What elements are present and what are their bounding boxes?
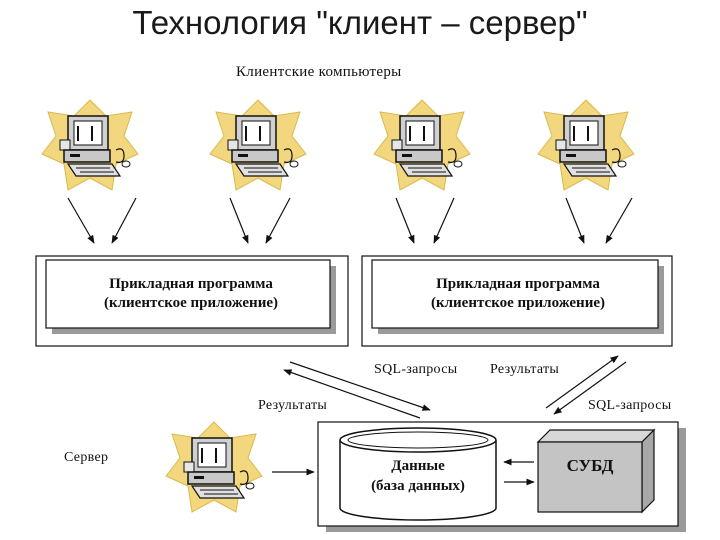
dbms-cube (536, 428, 656, 514)
dbms-label: СУБД (566, 456, 614, 475)
left-exchange-arrows (283, 361, 431, 419)
app-box-2 (361, 255, 673, 347)
client-computer-4 (537, 99, 635, 191)
app-box-2-title: Прикладная программа (436, 276, 600, 292)
app-box-1 (35, 255, 349, 347)
client-computer-3 (373, 99, 471, 191)
right-exchange-arrows (545, 355, 627, 415)
app-box-2-subtitle: (клиентское приложение) (430, 295, 605, 311)
results-label-top: Результаты (490, 362, 560, 377)
sql-requests-label-top: SQL-запросы (374, 362, 458, 377)
app-box-1-title: Прикладная программа (109, 276, 273, 292)
sql-requests-label-right: SQL-запросы (588, 398, 672, 413)
client-computers-label: Клиентские компьютеры (236, 64, 402, 80)
client-computer-1 (41, 99, 139, 191)
database-subtitle: (база данных) (371, 478, 465, 494)
database-title: Данные (391, 458, 445, 474)
server-computer (165, 421, 263, 513)
database-cylinder (339, 427, 497, 521)
dbms-arrows (503, 458, 535, 486)
client-computer-2 (209, 99, 307, 191)
results-label-left: Результаты (258, 398, 328, 413)
server-label: Сервер (64, 450, 109, 465)
slide-title: Технология "клиент – сервер" (132, 4, 588, 41)
client-arrows (67, 197, 633, 244)
app-box-1-subtitle: (клиентское приложение) (103, 295, 278, 311)
